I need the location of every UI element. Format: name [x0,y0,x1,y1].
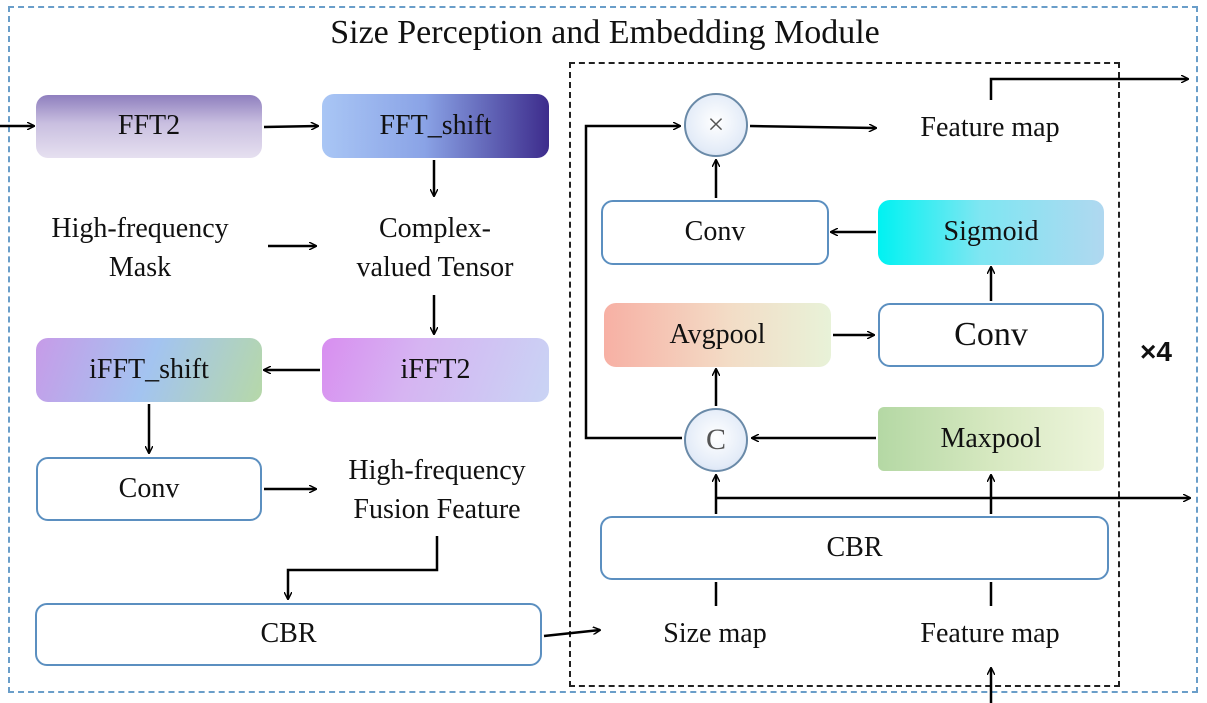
fft-shift-block: FFT_shift [322,94,549,158]
fft2-block: FFT2 [36,95,262,158]
module-outer-frame [8,6,1198,693]
ifft2-block: iFFT2 [322,338,549,402]
arrow-skip-multiply [584,126,682,440]
tensor-line-2: valued Tensor [356,252,514,283]
module-title: Size Perception and Embedding Module [330,14,880,51]
sigmoid-label: Sigmoid [943,216,1039,248]
mask-line-2: Mask [108,252,172,283]
multiply-operator: × [684,93,748,157]
concat-symbol: C [705,423,726,456]
fusion-line-1: High-frequency [348,454,526,486]
arrow-cbr-sizemap [543,630,600,638]
complex-tensor-label: Complex- valued Tensor [320,208,550,288]
arrow-fusion-cbr [288,536,439,599]
size-map-text: Size map [663,618,767,650]
avgpool-label: Avgpool [669,318,766,350]
arrow-multiply-featuremap [749,126,876,128]
feature-map-bottom-text: Feature map [920,618,1060,650]
sigmoid-block: Sigmoid [878,200,1104,265]
ifft-shift-block: iFFT_shift [36,338,262,402]
feature-map-top-text: Feature map [920,112,1060,144]
size-map-label: Size map [610,612,820,656]
ifft2-label: iFFT2 [400,353,471,385]
cbr-block-right: CBR [600,516,1109,580]
arrow-fft2-fftshift [263,126,318,127]
avgpool-block: Avgpool [604,303,831,367]
fusion-feature-label: High-frequency Fusion Feature [322,450,552,530]
feature-map-output-label: Feature map [880,106,1100,150]
ifft-shift-label: iFFT_shift [89,353,209,385]
repeat-count-label: ×4 [1140,336,1172,367]
cbr-left-label: CBR [260,618,317,650]
conv-mid-label: Conv [954,316,1028,354]
repeat-block-frame [569,62,1120,687]
maxpool-label: Maxpool [940,422,1042,454]
arrow-featuremap-output [989,79,1188,100]
conv-left-label: Conv [118,472,180,504]
tensor-line-1: Complex- [379,212,491,244]
cbr-right-label: CBR [826,531,883,563]
conv-block-left: Conv [36,457,262,521]
concat-operator: C [684,408,748,472]
fft-shift-label: FFT_shift [379,109,492,141]
high-frequency-mask-label: High-frequency Mask [20,208,260,288]
fusion-line-2: Fusion Feature [353,494,521,525]
mask-line-1: High-frequency [51,212,229,244]
multiply-symbol: × [707,108,725,141]
maxpool-block: Maxpool [878,407,1104,471]
feature-map-input-label: Feature map [880,612,1100,656]
fft2-label: FFT2 [117,110,181,142]
conv-block-top: Conv [601,200,829,265]
cbr-block-left: CBR [35,603,542,666]
conv-top-label: Conv [684,216,746,248]
conv-block-mid: Conv [878,303,1104,367]
